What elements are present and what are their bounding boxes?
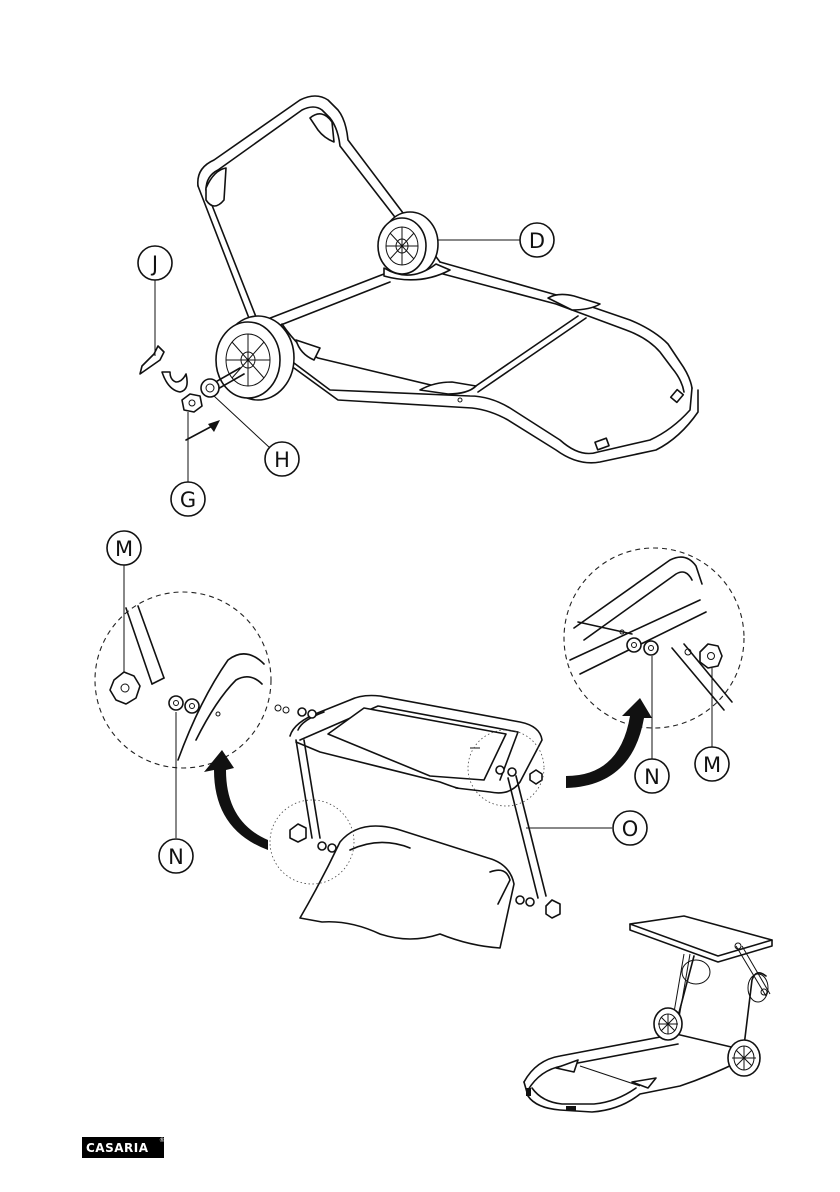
callout-G-label: G: [180, 488, 196, 512]
callout-D-label: D: [529, 229, 545, 253]
detail-circle-left: [95, 592, 271, 768]
callout-G: G: [171, 482, 205, 516]
casaria-logo: CASARIA ®: [82, 1137, 165, 1158]
callout-M-right: M: [695, 747, 729, 781]
callout-H: H: [265, 442, 299, 476]
callout-D: D: [520, 223, 554, 257]
parasol-holder-parts: [140, 346, 220, 440]
callout-N-right: N: [635, 759, 669, 793]
detail-circle-right: [564, 548, 744, 728]
callout-H-label: H: [274, 448, 290, 472]
callout-N-left: N: [159, 839, 193, 873]
wheel-rear: [378, 212, 450, 280]
logo-text: CASARIA: [86, 1141, 149, 1155]
callout-M-left: M: [107, 531, 141, 565]
callout-N-left-label: N: [168, 845, 184, 869]
lounger-main: [198, 96, 698, 463]
wheel-front: [212, 316, 294, 400]
arrow-left-curved: [204, 750, 268, 850]
leader-H: [214, 396, 270, 448]
callout-O: O: [613, 811, 647, 845]
callout-N-right-label: N: [644, 765, 660, 789]
callout-J-label: J: [150, 252, 158, 276]
callout-J: J: [138, 246, 172, 280]
logo-trademark: ®: [159, 1137, 165, 1144]
callout-M-left-label: M: [115, 537, 133, 561]
callout-O-label: O: [622, 817, 639, 841]
assembled-lounger-preview: [524, 916, 772, 1112]
callout-M-right-label: M: [703, 753, 721, 777]
sunshade-main: [270, 696, 560, 949]
